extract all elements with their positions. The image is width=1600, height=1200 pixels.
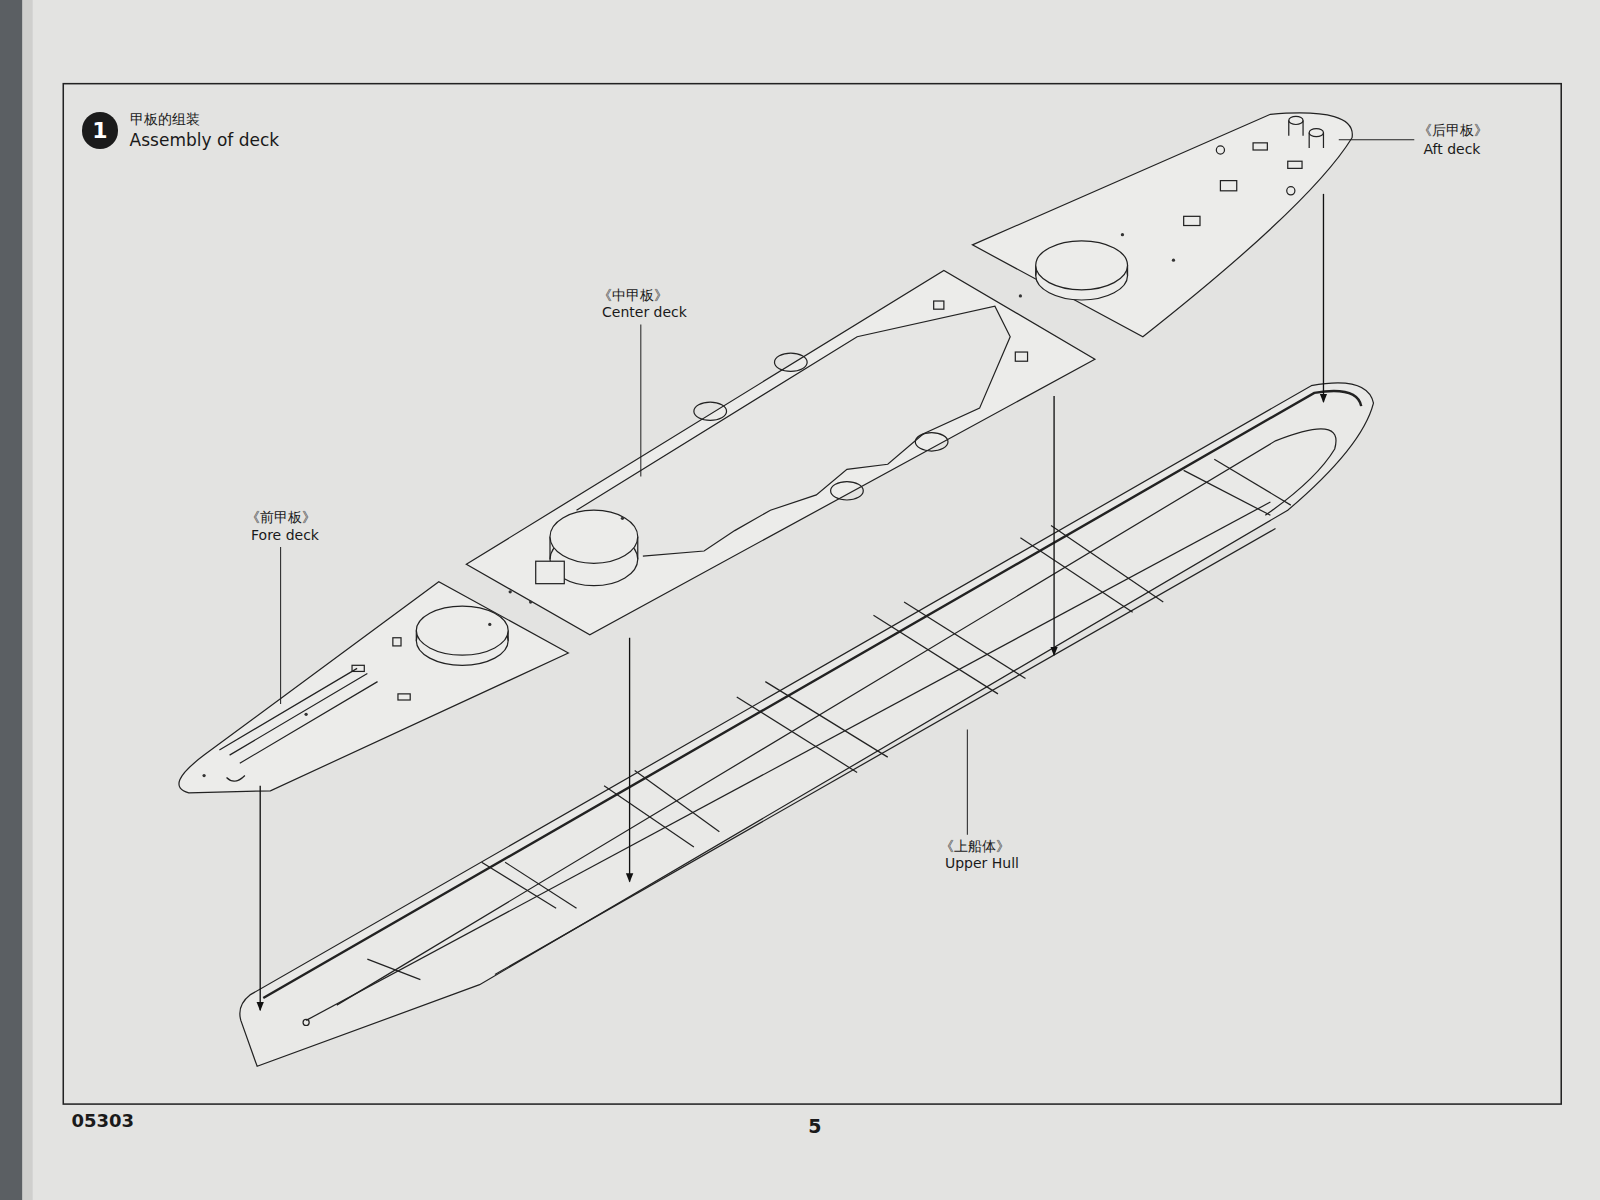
part-name: Fore deck <box>251 527 319 543</box>
part-name: Aft deck <box>1423 141 1480 157</box>
part-name-chinese: 《后甲板》 <box>1418 123 1488 139</box>
step-number-circle: 1 <box>82 112 119 149</box>
part-name-chinese: 《上船体》 <box>940 839 1010 855</box>
part-name: Upper Hull <box>945 855 1019 871</box>
callout-number: 1 <box>92 118 107 143</box>
part-name: Center deck <box>602 304 687 320</box>
page-number: 5 <box>808 1116 821 1138</box>
step-title-chinese: 甲板的组装 <box>130 111 200 127</box>
part-name-chinese: 《前甲板》 <box>246 510 316 526</box>
step-title: Assembly of deck <box>130 131 280 151</box>
part-name-chinese: 《中甲板》 <box>598 288 668 304</box>
kit-number: 05303 <box>71 1111 134 1132</box>
